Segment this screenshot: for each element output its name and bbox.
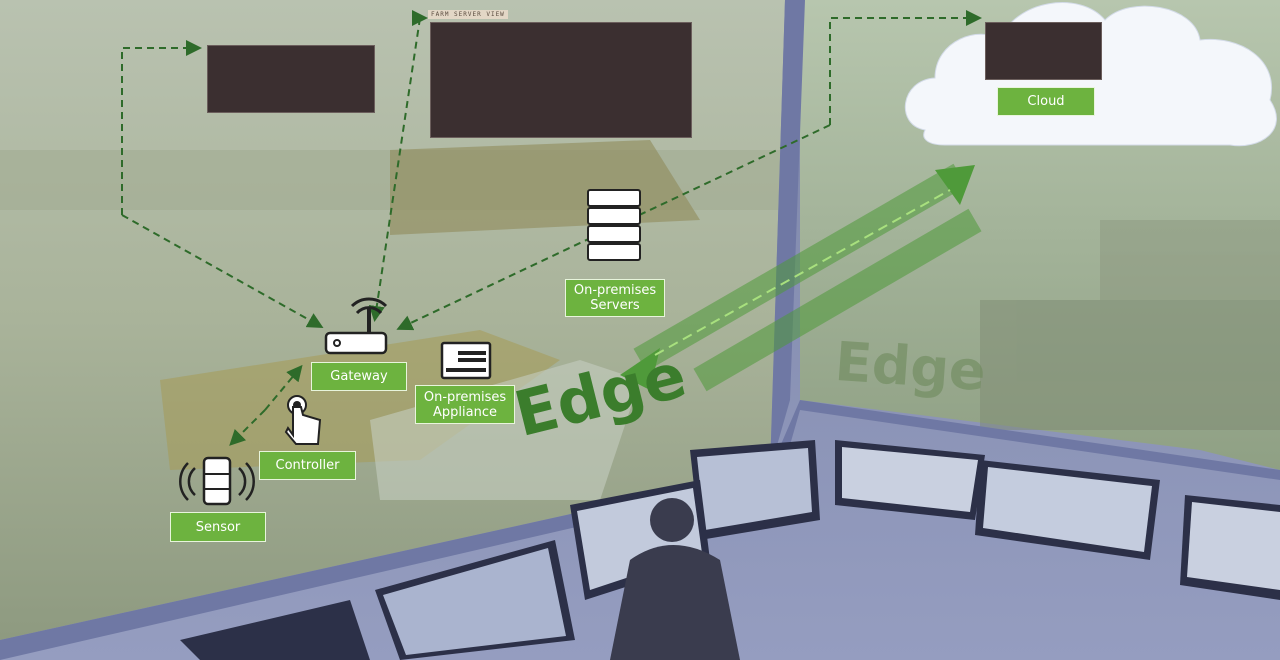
appliance-icon [440,341,492,380]
edge-cloud-arrows [620,163,982,392]
label-on-premises-appliance: On-premises Appliance [415,385,515,424]
building [390,140,700,235]
server-icon [587,189,641,261]
dashboard-title: FARM SERVER VIEW [428,10,508,19]
console-monitors [180,440,1280,660]
label-sensor: Sensor [170,512,266,542]
label-controller: Controller [259,451,356,480]
label-on-premises-servers: On-premises Servers [565,279,665,317]
dashboard-cloud [985,22,1102,80]
dashboard-farm-server-view [430,22,692,138]
edge-label-faded: Edge [832,329,988,404]
label-gateway: Gateway [311,362,407,391]
router-icon [324,297,388,355]
right-containers [980,220,1280,430]
label-cloud: Cloud [997,87,1095,116]
connection-lines [121,10,982,446]
operator [650,498,694,542]
sensor-icon [179,456,255,506]
touch-hand-icon [284,395,322,445]
dashboard-small [207,45,375,113]
